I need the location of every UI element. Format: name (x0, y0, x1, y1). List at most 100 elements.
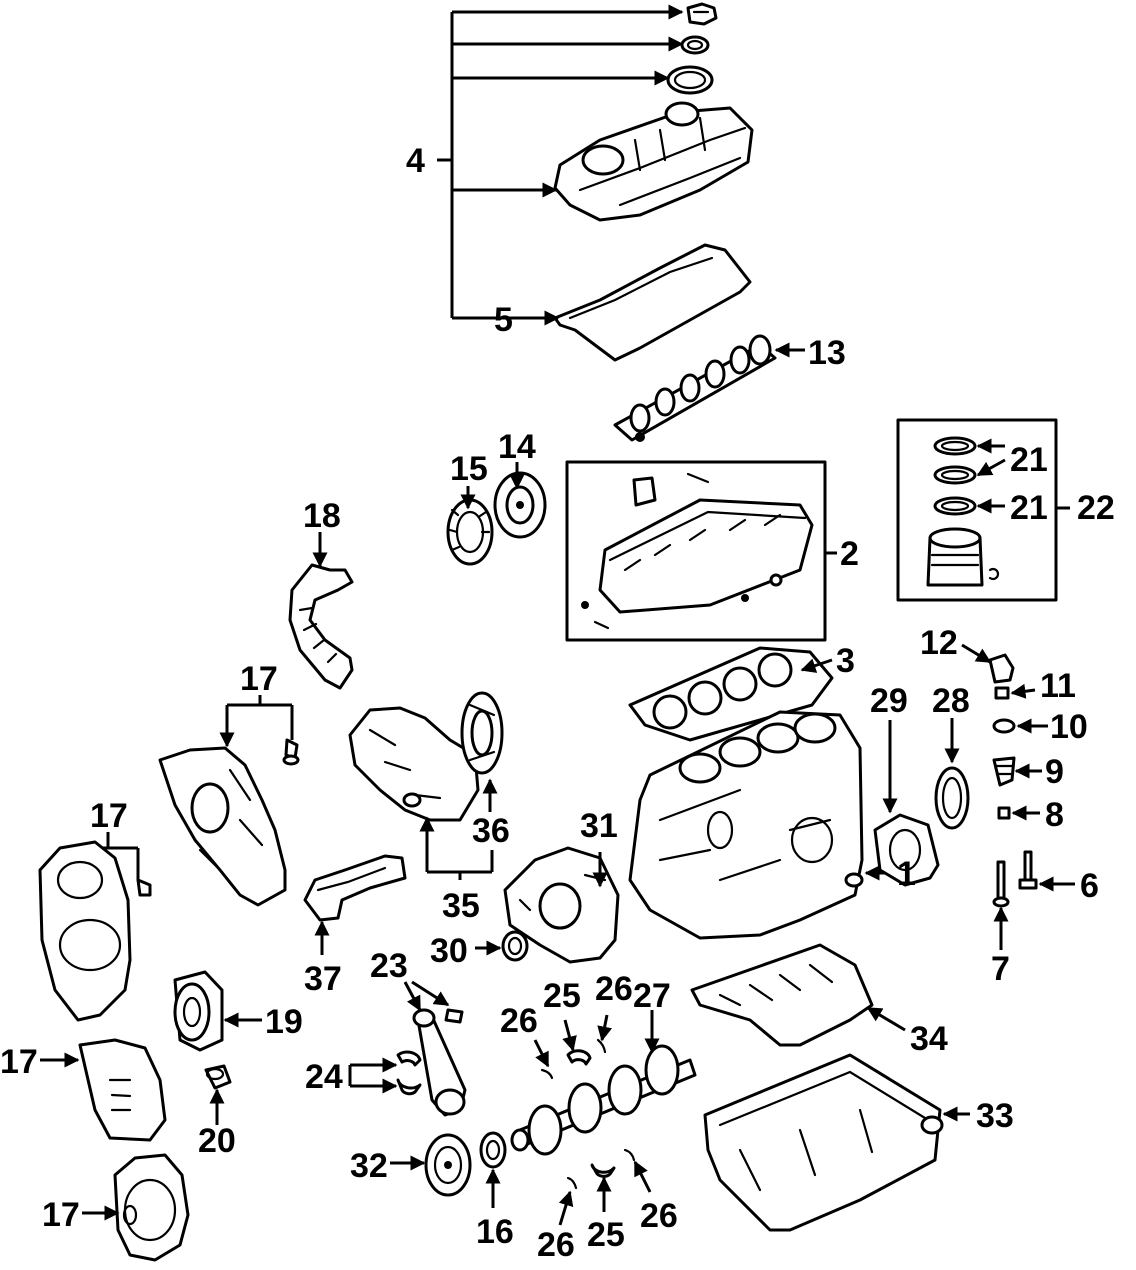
callout-2: 2 (840, 535, 859, 573)
callout-20: 20 (198, 1122, 236, 1160)
thrust-washer-2 (596, 1038, 607, 1054)
callout-35: 35 (442, 887, 480, 925)
plug-8 (997, 806, 1011, 820)
callout-16: 16 (476, 1213, 514, 1251)
oil-pressure-switch (992, 756, 1016, 787)
callout-7: 7 (991, 950, 1010, 988)
arrow-26c (558, 1190, 574, 1226)
callout-37: 37 (304, 960, 342, 998)
drive-pulley (460, 691, 504, 775)
arrow-26d (633, 1160, 652, 1193)
callout-3: 3 (836, 642, 855, 680)
bracket-17a (225, 695, 294, 740)
callout-17-guard: 17 (42, 1196, 80, 1234)
callout-21b: 21 (1010, 489, 1048, 527)
callout-26d: 26 (640, 1197, 678, 1235)
cylinder-head-box (565, 460, 827, 642)
oil-pan-baffle (690, 943, 874, 1047)
callout-10: 10 (1050, 708, 1088, 746)
thrust-washer-3 (566, 1176, 578, 1190)
callout-26b: 26 (595, 970, 633, 1008)
inner-timing-cover (158, 746, 287, 907)
bolt-7 (992, 860, 1010, 908)
callout-31: 31 (580, 807, 618, 845)
valve-cover (553, 101, 754, 222)
rear-main-seal (934, 766, 970, 830)
crankshaft (510, 1044, 697, 1156)
callout-36: 36 (472, 812, 510, 850)
callout-14: 14 (498, 428, 536, 466)
washer-10 (992, 718, 1016, 734)
head-gasket (628, 646, 834, 742)
connecting-rod (412, 1008, 467, 1117)
arrow-26b (597, 1014, 613, 1042)
valve-cover-gasket (553, 243, 752, 362)
piston-ring-3 (933, 496, 977, 516)
arrow-23a (403, 981, 422, 1012)
thrust-washer-1 (540, 1068, 554, 1080)
callout-32: 32 (350, 1147, 388, 1185)
piston-ring-1 (933, 436, 977, 456)
front-crank-seal (501, 930, 529, 962)
cap-seal-large (666, 65, 714, 95)
timing-belt (288, 563, 354, 690)
crankshaft-pulley (424, 1133, 472, 1197)
thrust-washer-4 (623, 1148, 636, 1162)
callout-9: 9 (1045, 753, 1064, 791)
belt-tensioner (173, 970, 224, 1052)
callout-33: 33 (976, 1097, 1014, 1135)
rod-bolt (444, 1008, 464, 1024)
callout-6: 6 (1080, 867, 1099, 905)
coolant-pipe (303, 854, 407, 922)
upper-timing-cover (38, 840, 132, 1022)
camshaft-gear (446, 498, 494, 566)
callout-24: 24 (305, 1058, 343, 1096)
piston-box (896, 418, 1058, 602)
callout-27: 27 (633, 977, 671, 1015)
cover-clip (136, 878, 152, 897)
callout-4: 4 (406, 142, 425, 180)
cap-seal-small (680, 35, 710, 55)
arrow-21b (976, 458, 1006, 477)
arrow-3 (800, 658, 833, 673)
callout-12: 12 (920, 624, 958, 662)
callout-labels: 1 2 3 4 5 6 7 8 9 10 11 12 13 14 15 16 1… (0, 142, 1115, 1264)
piston (926, 527, 1000, 587)
callout-25b: 25 (587, 1216, 625, 1254)
camshaft (613, 334, 777, 442)
crankshaft-sprocket (479, 1131, 507, 1169)
callout-23: 23 (370, 947, 408, 985)
callout-28: 28 (932, 682, 970, 720)
lower-timing-cover (78, 1038, 167, 1142)
callout-8: 8 (1045, 796, 1064, 834)
callout-17-upper-cover: 17 (90, 797, 128, 835)
arrow-34 (866, 1006, 906, 1032)
rear-seal-carrier (873, 813, 940, 887)
callout-15: 15 (450, 450, 488, 488)
cylinder-head (581, 472, 814, 630)
rod-bearing-upper (396, 1050, 422, 1067)
arrow-23b (411, 980, 450, 1007)
callout-29: 29 (870, 682, 908, 720)
callout-25a: 25 (543, 977, 581, 1015)
arrow-25a (562, 1019, 577, 1052)
bracket-35 (425, 850, 494, 880)
callout-34: 34 (910, 1020, 948, 1058)
callout-26a: 26 (500, 1002, 538, 1040)
piston-ring-2 (933, 465, 977, 485)
camshaft-sprocket (493, 471, 547, 539)
callout-22: 22 (1077, 489, 1115, 527)
callout-30: 30 (430, 932, 468, 970)
callout-17-lower-cover: 17 (0, 1043, 38, 1081)
engine-block (628, 710, 864, 940)
idler-pulley-bolt (204, 1064, 232, 1090)
oil-pan (703, 1053, 944, 1232)
oil-filler-cap (686, 2, 718, 26)
callout-11: 11 (1040, 667, 1076, 705)
callout-26c: 26 (537, 1226, 575, 1264)
arrow-11 (1010, 683, 1036, 699)
arrow-26a (533, 1039, 550, 1068)
plug-11 (994, 686, 1010, 700)
